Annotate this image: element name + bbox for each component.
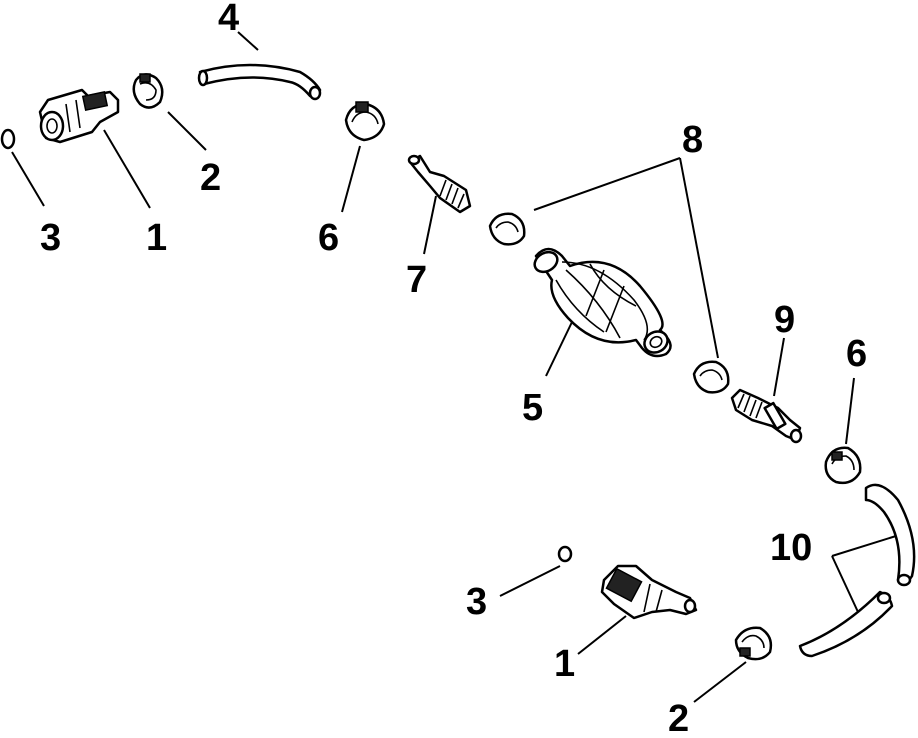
primer-bulb-part-5 <box>533 247 672 358</box>
hose-fitting-part-9 <box>730 388 803 444</box>
callout-1-bottom: 1 <box>554 643 575 685</box>
hose-part-4 <box>197 63 322 101</box>
fuel-connector-part-1-bottom <box>600 564 698 620</box>
callout-6-top: 6 <box>318 217 339 259</box>
callout-1-top: 1 <box>146 217 167 259</box>
callout-5: 5 <box>522 387 543 429</box>
o-ring-part-3-top <box>0 128 16 150</box>
leader-lines <box>11 31 897 703</box>
clamp-part-2-bottom <box>734 626 773 661</box>
callout-2-top: 2 <box>200 157 221 199</box>
clamp-part-8-lower <box>692 360 730 394</box>
clamp-part-6-right <box>824 446 862 485</box>
callout-7: 7 <box>406 259 427 301</box>
callout-8: 8 <box>682 119 703 161</box>
fuel-connector-part-1-top <box>38 88 120 144</box>
clamp-part-8-upper <box>488 212 526 246</box>
callout-3-bottom: 3 <box>466 581 487 623</box>
o-ring-part-3-bottom <box>557 545 573 563</box>
callout-9: 9 <box>774 299 795 341</box>
hose-part-10 <box>798 483 916 658</box>
clamp-part-2-top <box>132 73 164 109</box>
callout-labels: 3 1 2 4 6 7 8 5 9 6 10 3 1 2 <box>40 0 867 738</box>
callout-3-top: 3 <box>40 217 61 259</box>
callout-4: 4 <box>218 0 239 39</box>
hose-fitting-part-7 <box>407 154 472 214</box>
callout-6-right: 6 <box>846 333 867 375</box>
clamp-part-6-top <box>344 101 386 142</box>
callout-10: 10 <box>770 527 812 569</box>
callout-2-bottom: 2 <box>668 698 689 733</box>
